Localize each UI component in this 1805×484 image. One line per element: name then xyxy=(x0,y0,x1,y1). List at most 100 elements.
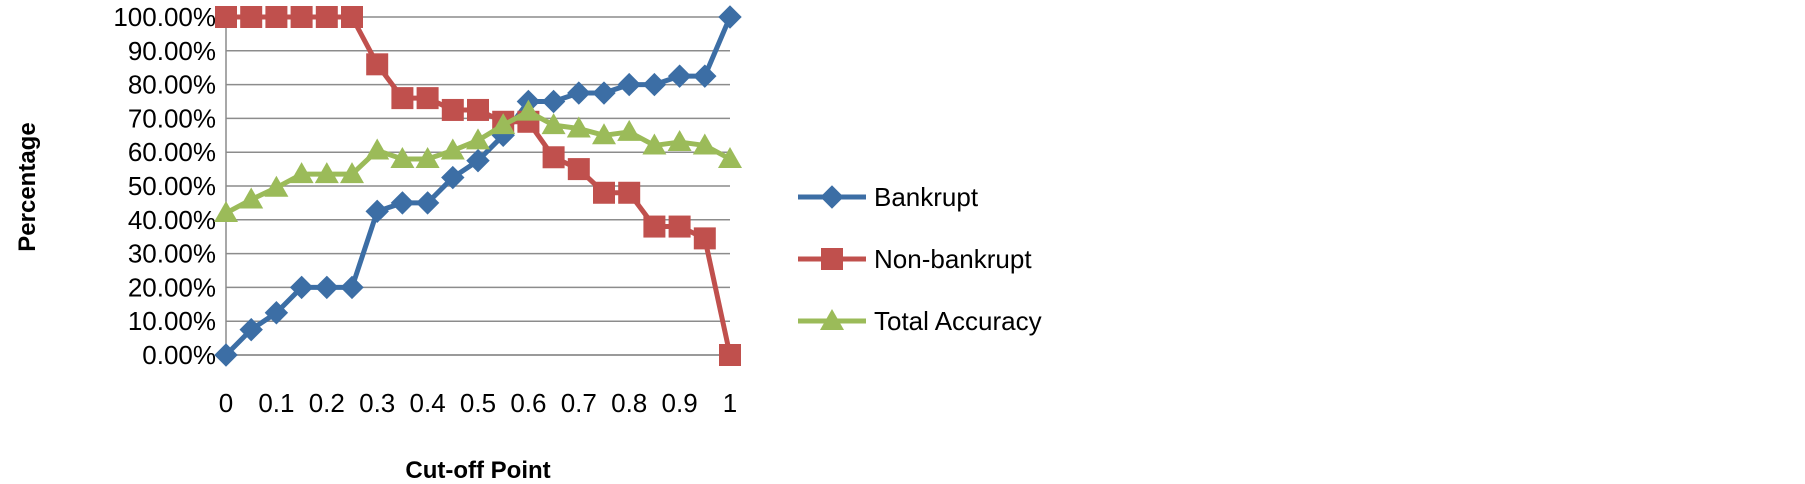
y-tick-label: 50.00% xyxy=(128,171,216,201)
legend-label: Total Accuracy xyxy=(874,306,1042,336)
data-point-total-accuracy xyxy=(667,130,692,152)
data-point-total-accuracy xyxy=(314,162,339,184)
data-point-bankrupt xyxy=(239,317,263,342)
x-tick-label: 0.2 xyxy=(309,388,345,418)
y-tick-label: 90.00% xyxy=(128,36,216,66)
data-point-non-bankrupt xyxy=(215,6,237,28)
data-point-total-accuracy xyxy=(440,138,465,160)
axes xyxy=(225,17,730,356)
data-point-bankrupt xyxy=(390,191,415,215)
data-point-bankrupt xyxy=(415,191,440,215)
data-point-total-accuracy xyxy=(466,128,490,150)
x-tick-label: 0.5 xyxy=(460,388,496,418)
data-point-total-accuracy xyxy=(239,187,264,209)
data-point-non-bankrupt xyxy=(567,158,590,181)
data-point-non-bankrupt xyxy=(290,6,313,28)
y-axis-ticks: 0.00%10.00%20.00%30.00%40.00%50.00%60.00… xyxy=(113,2,216,370)
x-tick-label: 0.6 xyxy=(510,388,546,418)
x-tick-label: 0.9 xyxy=(662,388,698,418)
data-point-bankrupt xyxy=(441,165,465,190)
legend-label: Non-bankrupt xyxy=(874,244,1032,274)
data-point-bankrupt xyxy=(466,148,490,173)
data-point-bankrupt xyxy=(214,343,238,367)
x-tick-label: 0.3 xyxy=(359,388,395,418)
data-point-non-bankrupt xyxy=(593,181,615,204)
y-tick-label: 20.00% xyxy=(128,272,216,302)
data-point-non-bankrupt xyxy=(643,215,666,238)
data-point-non-bankrupt xyxy=(668,215,691,238)
data-point-total-accuracy xyxy=(541,113,566,135)
x-tick-label: 0.7 xyxy=(561,388,597,418)
data-point-bankrupt xyxy=(315,275,339,300)
data-point-non-bankrupt xyxy=(315,6,338,28)
x-axis-title: Cut-off Point xyxy=(405,457,550,484)
data-point-total-accuracy xyxy=(516,99,541,121)
data-point-total-accuracy xyxy=(617,119,642,141)
data-point-total-accuracy xyxy=(491,113,516,135)
data-point-total-accuracy xyxy=(340,162,364,184)
y-tick-label: 70.00% xyxy=(128,103,216,133)
data-point-non-bankrupt xyxy=(618,181,641,204)
legend-marker xyxy=(821,248,843,270)
legend-item-non-bankrupt: Non-bankrupt xyxy=(798,244,1032,274)
data-point-bankrupt xyxy=(617,72,641,97)
data-point-total-accuracy xyxy=(566,116,591,138)
data-point-non-bankrupt xyxy=(366,53,389,76)
data-point-bankrupt xyxy=(693,64,717,88)
data-point-total-accuracy xyxy=(264,175,289,197)
data-point-bankrupt xyxy=(365,199,389,224)
data-point-bankrupt xyxy=(340,275,364,300)
legend-label: Bankrupt xyxy=(874,182,979,212)
data-point-non-bankrupt xyxy=(719,344,741,366)
y-tick-label: 30.00% xyxy=(128,239,216,269)
y-tick-label: 100.00% xyxy=(113,2,216,32)
y-axis-title: Percentage xyxy=(14,122,41,251)
data-point-non-bankrupt xyxy=(467,98,489,121)
data-point-non-bankrupt xyxy=(441,98,464,121)
y-tick-label: 60.00% xyxy=(128,137,216,167)
data-point-bankrupt xyxy=(289,275,314,300)
data-point-total-accuracy xyxy=(692,133,717,155)
y-tick-label: 10.00% xyxy=(128,306,216,336)
x-tick-label: 0.8 xyxy=(611,388,647,418)
x-axis-ticks: 0 0.1 0.2 0.3 0.4 0.5 0.6 0.7 0.8 0.9 1 xyxy=(219,388,737,418)
data-point-non-bankrupt xyxy=(240,6,263,28)
data-point-bankrupt xyxy=(592,81,616,105)
data-point-total-accuracy xyxy=(289,162,314,184)
gridlines xyxy=(226,16,730,356)
series-total-accuracy xyxy=(214,99,742,223)
data-point-bankrupt xyxy=(718,5,742,29)
data-point-bankrupt xyxy=(541,89,566,114)
series-non-bankrupt xyxy=(215,6,741,366)
data-point-non-bankrupt xyxy=(416,87,439,110)
data-point-total-accuracy xyxy=(642,133,667,155)
legend-marker xyxy=(820,185,844,209)
data-point-bankrupt xyxy=(642,72,667,97)
data-point-total-accuracy xyxy=(390,146,415,168)
x-tick-label: 0.1 xyxy=(258,388,294,418)
series-bankrupt xyxy=(214,5,742,367)
data-point-total-accuracy xyxy=(718,146,742,168)
data-point-non-bankrupt xyxy=(542,146,565,169)
y-tick-label: 80.00% xyxy=(128,70,216,100)
data-point-total-accuracy xyxy=(415,146,440,168)
x-tick-label: 0.4 xyxy=(410,388,446,418)
data-point-total-accuracy xyxy=(214,201,238,223)
y-tick-label: 40.00% xyxy=(128,205,216,235)
legend-item-bankrupt: Bankrupt xyxy=(798,182,979,212)
legend-item-total-accuracy: Total Accuracy xyxy=(798,306,1042,336)
legend-marker xyxy=(820,309,844,330)
series xyxy=(214,5,742,367)
x-tick-label: 0 xyxy=(219,388,233,418)
data-point-non-bankrupt xyxy=(265,6,288,28)
data-point-non-bankrupt xyxy=(391,87,414,110)
data-point-total-accuracy xyxy=(365,138,390,160)
x-tick-label: 1 xyxy=(723,388,737,418)
data-point-non-bankrupt xyxy=(693,227,716,250)
data-point-bankrupt xyxy=(567,81,591,105)
data-point-non-bankrupt xyxy=(341,6,363,28)
data-point-bankrupt xyxy=(264,301,289,325)
